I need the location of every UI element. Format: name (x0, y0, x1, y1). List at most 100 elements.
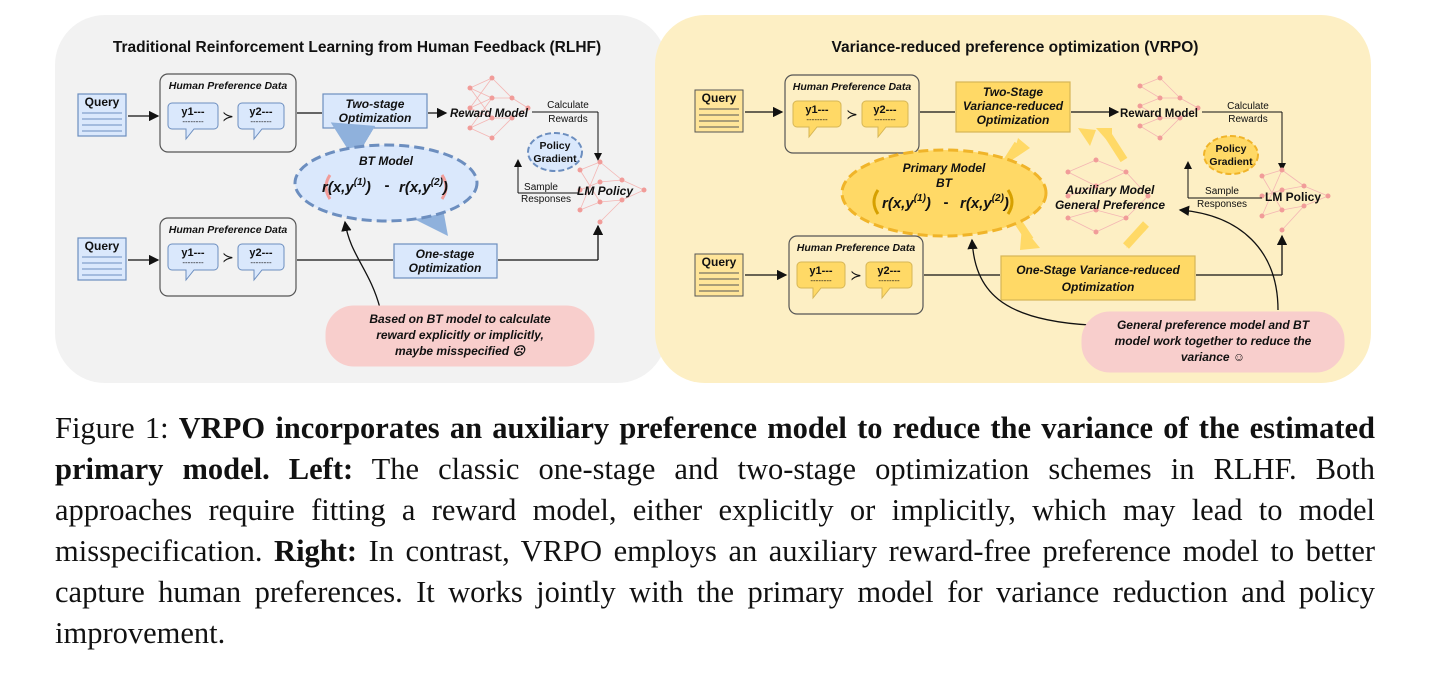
svg-text:r(x,y(1)): r(x,y(1)) (882, 193, 931, 212)
svg-text:Human Preference Data: Human Preference Data (169, 224, 288, 236)
svg-text:y1---: y1--- (809, 265, 833, 277)
svg-text:--------: -------- (806, 115, 828, 124)
left-reward-model-label: Reward Model (450, 108, 529, 120)
svg-text:-: - (944, 194, 949, 211)
svg-text:Policy: Policy (1216, 143, 1247, 155)
caption-prefix: Figure 1: (55, 411, 169, 445)
svg-text:Calculate: Calculate (1227, 101, 1269, 112)
svg-text:reward explicitly or implicitl: reward explicitly or implicitly, (376, 328, 544, 342)
left-lm-policy-label: LM Policy (577, 184, 634, 198)
left-one-stage-box: One-stage Optimization (393, 243, 498, 279)
svg-text:BT Model: BT Model (359, 154, 414, 168)
svg-text:≻: ≻ (222, 108, 234, 124)
svg-text:r(x,y(2)): r(x,y(2)) (399, 177, 448, 196)
svg-text:r(x,y(1)): r(x,y(1)) (322, 177, 371, 196)
svg-text:y1---: y1--- (181, 106, 205, 118)
right-lm-policy-label: LM Policy (1265, 190, 1321, 204)
figure-diagram: Traditional Reinforcement Learning from … (55, 15, 1371, 383)
left-query-bottom: Query (77, 237, 127, 281)
svg-text:BT: BT (936, 176, 954, 190)
caption-left-text: The classic one-stage and two-stage opti… (55, 452, 1376, 568)
right-auxiliary-label-1: Auxiliary Model (1065, 183, 1155, 197)
svg-text:Query: Query (702, 91, 737, 105)
svg-text:Human Preference Data: Human Preference Data (793, 81, 912, 93)
svg-text:Calculate: Calculate (547, 100, 589, 111)
svg-text:Query: Query (85, 239, 120, 253)
svg-text:-: - (385, 177, 390, 194)
right-flow-arrows (1000, 128, 1149, 250)
svg-text:Based on BT model to calculate: Based on BT model to calculate (369, 312, 551, 326)
svg-text:--------: -------- (250, 117, 272, 126)
svg-text:Rewards: Rewards (548, 114, 587, 125)
diagram-svg: Traditional Reinforcement Learning from … (55, 15, 1371, 383)
svg-text:Optimization: Optimization (977, 113, 1050, 127)
svg-text:Sample: Sample (524, 182, 558, 193)
right-primary-model: Primary Model BT r(x,y(1)) - r(x,y(2)) (840, 148, 1048, 238)
left-panel-title: Traditional Reinforcement Learning from … (113, 39, 601, 56)
svg-text:Responses: Responses (1197, 199, 1247, 210)
svg-text:One-Stage Variance-reduced: One-Stage Variance-reduced (1016, 263, 1180, 277)
right-reward-model-nodes (1137, 75, 1201, 141)
caption-right-label: Right: (274, 534, 358, 568)
svg-text:≻: ≻ (850, 267, 862, 283)
left-two-stage-box: Two-stage Optimization (322, 93, 428, 129)
svg-text:r(x,y(2)): r(x,y(2)) (960, 193, 1009, 212)
svg-text:Gradient: Gradient (533, 153, 577, 165)
svg-text:--------: -------- (878, 276, 900, 285)
right-auxiliary-nodes (1065, 157, 1151, 235)
svg-text:One-stage: One-stage (416, 247, 475, 261)
left-policy-gradient: Policy Gradient (527, 132, 583, 172)
svg-text:--------: -------- (874, 115, 896, 124)
svg-text:y2---: y2--- (877, 265, 901, 277)
svg-text:--------: -------- (250, 258, 272, 267)
right-two-stage-box: Two-Stage Variance-reduced Optimization (955, 81, 1071, 133)
svg-text:Two-Stage: Two-Stage (983, 85, 1044, 99)
right-query-top: Query (694, 89, 744, 133)
svg-text:Responses: Responses (521, 194, 571, 205)
left-panel: Traditional Reinforcement Learning from … (55, 15, 667, 383)
svg-text:Gradient: Gradient (1209, 156, 1253, 168)
right-panel: Variance-reduced preference optimization… (655, 15, 1371, 383)
svg-text:Two-stage: Two-stage (346, 97, 405, 111)
svg-text:y2---: y2--- (249, 247, 273, 259)
left-note: Based on BT model to calculate reward ex… (325, 305, 595, 367)
svg-text:y2---: y2--- (873, 104, 897, 116)
svg-text:y1---: y1--- (181, 247, 205, 259)
right-one-stage-box: One-Stage Variance-reduced Optimization (1000, 255, 1196, 301)
right-note: General preference model and BT model wo… (1081, 311, 1345, 373)
svg-text:Human Preference Data: Human Preference Data (797, 242, 916, 254)
svg-text:y2---: y2--- (249, 106, 273, 118)
figure-caption: Figure 1: VRPO incorporates an auxiliary… (55, 408, 1375, 654)
left-reward-model-network (469, 77, 529, 139)
svg-text:--------: -------- (182, 117, 204, 126)
caption-bold-summary: VRPO incorporates an auxiliary preferenc… (55, 411, 1375, 486)
right-lm-policy-nodes (1259, 167, 1331, 233)
svg-text:Optimization: Optimization (339, 111, 412, 125)
svg-text:≻: ≻ (846, 106, 858, 122)
svg-text:General preference model and B: General preference model and BT (1117, 318, 1311, 332)
svg-text:Policy: Policy (540, 140, 571, 152)
right-lm-policy-network (1261, 169, 1329, 231)
svg-text:y1---: y1--- (805, 104, 829, 116)
left-bt-model: BT Model r(x,y(1)) - r(x,y(2)) (293, 122, 479, 236)
svg-text:maybe misspecified ☹: maybe misspecified ☹ (395, 344, 526, 358)
left-hpd-bottom: Human Preference Data y1--- -------- ≻ y… (159, 217, 297, 297)
right-query-bottom: Query (694, 253, 744, 297)
svg-text:--------: -------- (182, 258, 204, 267)
svg-text:Optimization: Optimization (409, 261, 482, 275)
svg-text:Sample: Sample (1205, 186, 1239, 197)
svg-text:≻: ≻ (222, 249, 234, 265)
svg-text:Query: Query (85, 95, 120, 109)
caption-right-text: In contrast, VRPO employs an auxiliary r… (55, 534, 1376, 650)
svg-text:Optimization: Optimization (1062, 280, 1135, 294)
svg-text:variance ☺: variance ☺ (1181, 350, 1245, 364)
right-auxiliary-label-2: General Preference (1055, 198, 1165, 212)
svg-text:Query: Query (702, 255, 737, 269)
right-panel-title: Variance-reduced preference optimization… (832, 39, 1199, 56)
right-hpd-bottom: Human Preference Data y1--- -------- ≻ y… (788, 235, 924, 315)
left-reward-model-nodes (467, 75, 531, 141)
svg-text:Human Preference Data: Human Preference Data (169, 80, 288, 92)
right-auxiliary-network (1067, 159, 1149, 233)
right-policy-gradient: Policy Gradient (1203, 135, 1259, 175)
right-reward-model-label: Reward Model (1120, 108, 1198, 120)
